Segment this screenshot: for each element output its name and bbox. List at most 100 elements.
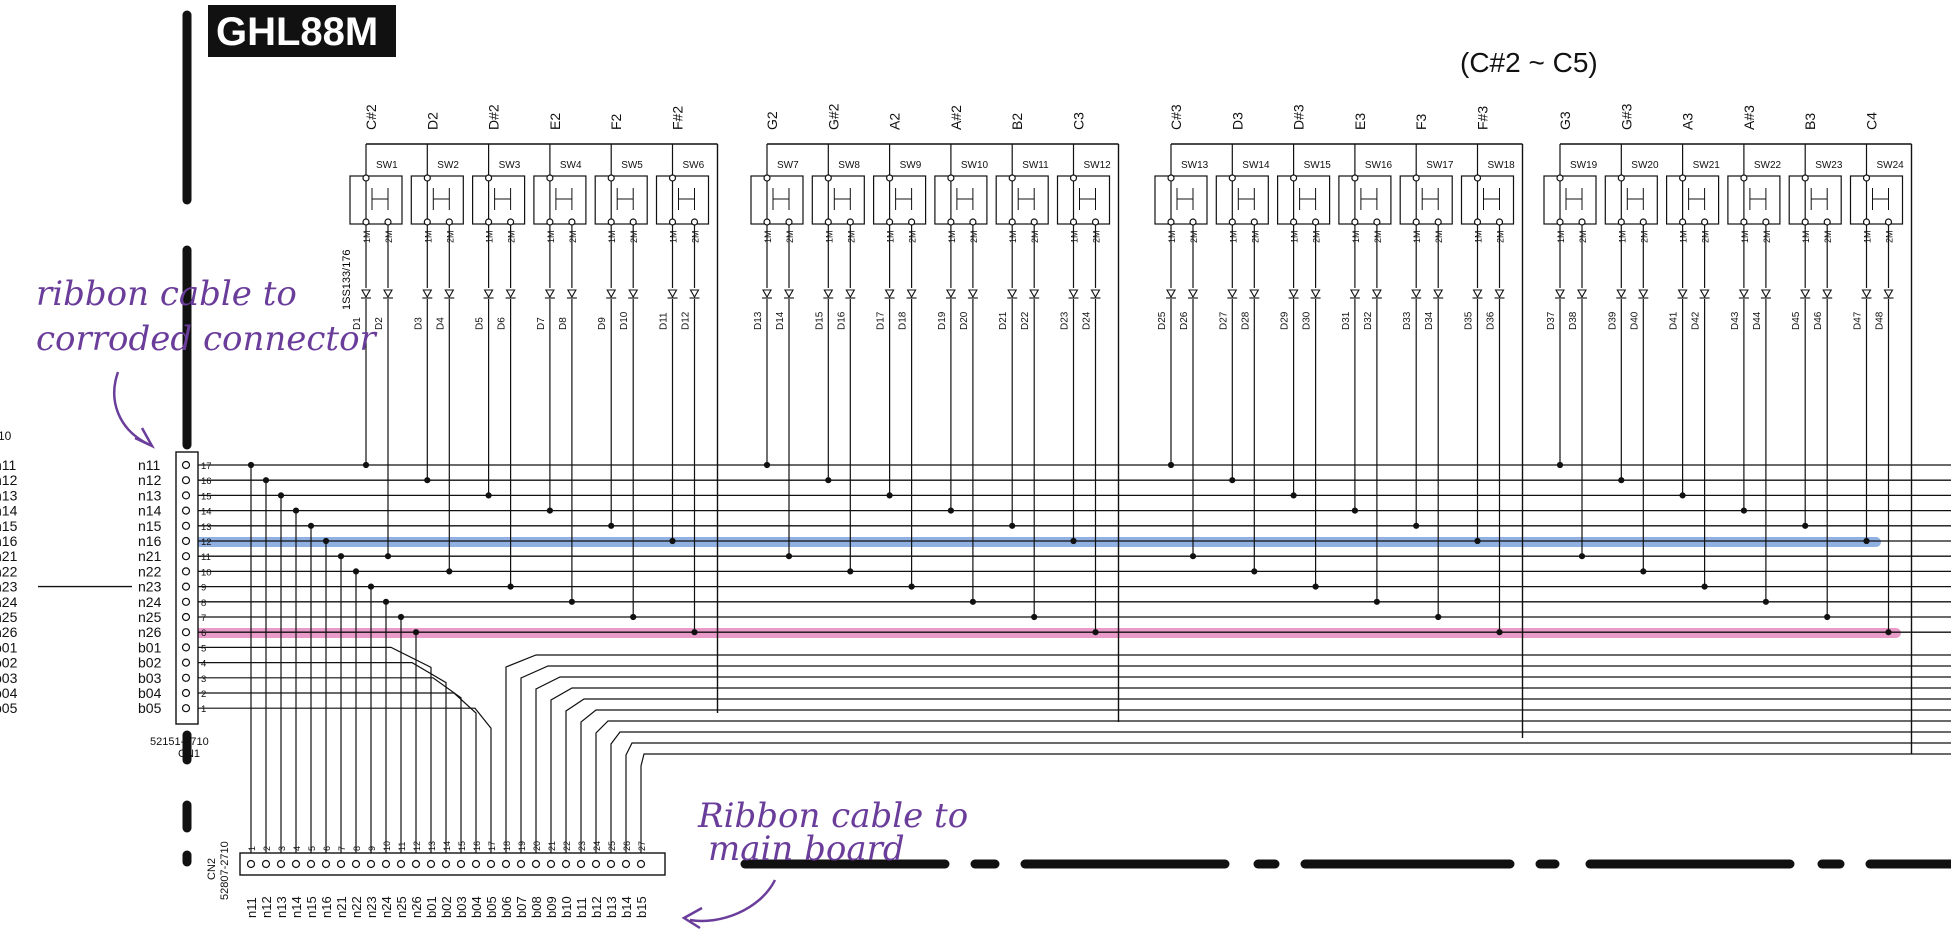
junction xyxy=(630,613,637,621)
cn2-signal-label: b01 xyxy=(424,896,439,918)
diode-ref: D41 xyxy=(1669,311,1680,330)
contact-label: 2M xyxy=(1092,230,1102,243)
cn2-pin xyxy=(516,859,526,869)
cn2-signal-label: b13 xyxy=(604,896,619,918)
switch-node xyxy=(1495,218,1504,226)
cn1-pin-number: 13 xyxy=(201,522,212,533)
cn2-pin xyxy=(396,859,406,869)
diode-symbol xyxy=(361,289,371,299)
diode-ref: D21 xyxy=(998,311,1009,330)
key-name: E2 xyxy=(547,113,563,130)
junction xyxy=(1009,522,1016,529)
switch-node xyxy=(1617,218,1625,226)
junction xyxy=(352,568,360,575)
diode-symbol xyxy=(1638,289,1649,299)
contact-label: 1M xyxy=(1070,230,1080,243)
staircase xyxy=(190,677,462,860)
switch-node xyxy=(1250,218,1258,226)
key-name: C#3 xyxy=(1168,104,1184,130)
cn2-signal-label: n22 xyxy=(349,896,364,918)
contact-label: 2M xyxy=(969,230,979,243)
contact-label: 2M xyxy=(568,230,578,243)
diode-symbol xyxy=(1760,289,1771,299)
switch-box xyxy=(1338,175,1392,225)
diode-ref: D26 xyxy=(1179,311,1190,330)
cn2-pin xyxy=(471,859,481,869)
cn2-signal-label: b04 xyxy=(469,896,484,918)
switch-ref: SW14 xyxy=(1242,160,1270,171)
switch-node xyxy=(885,174,894,182)
cn2-signal-label: b03 xyxy=(454,896,469,918)
cn2-signal-label: n15 xyxy=(304,896,319,918)
diode-ref: D23 xyxy=(1060,311,1071,330)
cn2-pin xyxy=(261,859,271,869)
key-name: F2 xyxy=(608,113,624,130)
junction xyxy=(1556,461,1564,469)
contact-label: 2M xyxy=(846,230,856,243)
staircase xyxy=(190,646,432,860)
cn1-signal-label: n23 xyxy=(138,579,162,595)
junction xyxy=(947,507,955,514)
switch-node xyxy=(1228,174,1236,182)
diode-symbol xyxy=(689,289,700,299)
switch-symbol xyxy=(678,188,695,210)
handwritten-note-bottom: Ribbon cable to main board xyxy=(681,796,968,930)
cn1-pin-number: 4 xyxy=(201,659,206,670)
switch-node xyxy=(507,218,515,226)
junction xyxy=(1251,568,1258,575)
diode-symbol xyxy=(784,289,794,299)
cn1-pin xyxy=(181,612,191,622)
return-line xyxy=(595,720,1951,860)
key-name: D3 xyxy=(1229,112,1245,130)
diode-symbol xyxy=(823,289,834,299)
staircase xyxy=(190,692,477,860)
cn2-pin xyxy=(366,859,376,869)
cn1-pin-number: 8 xyxy=(201,598,206,609)
contact-label: 2M xyxy=(1701,230,1711,243)
cn2-signal-label: b09 xyxy=(544,896,559,918)
cn1-pin xyxy=(181,491,191,500)
junction xyxy=(1070,537,1077,545)
diode-ref: D14 xyxy=(775,311,786,330)
diode-ref: D20 xyxy=(959,311,970,330)
cn1-signal-label: n22 xyxy=(138,563,162,579)
switch-box xyxy=(995,175,1049,225)
switch-box xyxy=(594,175,648,225)
cn1-signal-label: n24 xyxy=(138,594,162,610)
junction xyxy=(1031,613,1038,621)
contact-label: 1M xyxy=(824,230,834,243)
switch-node xyxy=(423,174,431,182)
cn2-signal-label: n12 xyxy=(259,896,274,918)
diode-symbol xyxy=(606,289,617,299)
switch-box xyxy=(1727,175,1781,225)
cn2-signal-label: n11 xyxy=(244,897,259,918)
diode-ref: D11 xyxy=(659,312,670,330)
board-outline xyxy=(182,10,1951,869)
diode-ref: D17 xyxy=(876,311,887,330)
cn1-signal-label: b02 xyxy=(138,655,162,671)
diode-ref: D6 xyxy=(497,317,508,330)
cn2-pin-number: 8 xyxy=(352,846,362,851)
junction xyxy=(292,507,300,514)
diode-symbol xyxy=(667,289,678,299)
switch-node xyxy=(1678,174,1687,182)
diode-symbol xyxy=(1371,289,1382,299)
cn1-signal-label: n13 xyxy=(138,487,162,503)
switch-node xyxy=(1639,218,1647,226)
switch-box xyxy=(1056,175,1111,225)
switch-node xyxy=(1556,218,1564,226)
switch-ref: SW19 xyxy=(1570,160,1598,171)
cn1-pin xyxy=(181,521,191,530)
switch-node xyxy=(445,218,453,226)
switch-symbol xyxy=(371,188,389,210)
contact-label: 1M xyxy=(1228,230,1238,243)
switch-ref: SW11 xyxy=(1022,160,1049,171)
junction xyxy=(1885,629,1892,636)
key-name: D#2 xyxy=(486,104,502,130)
switch-node xyxy=(763,174,771,182)
contact-label: 1M xyxy=(1617,230,1627,243)
